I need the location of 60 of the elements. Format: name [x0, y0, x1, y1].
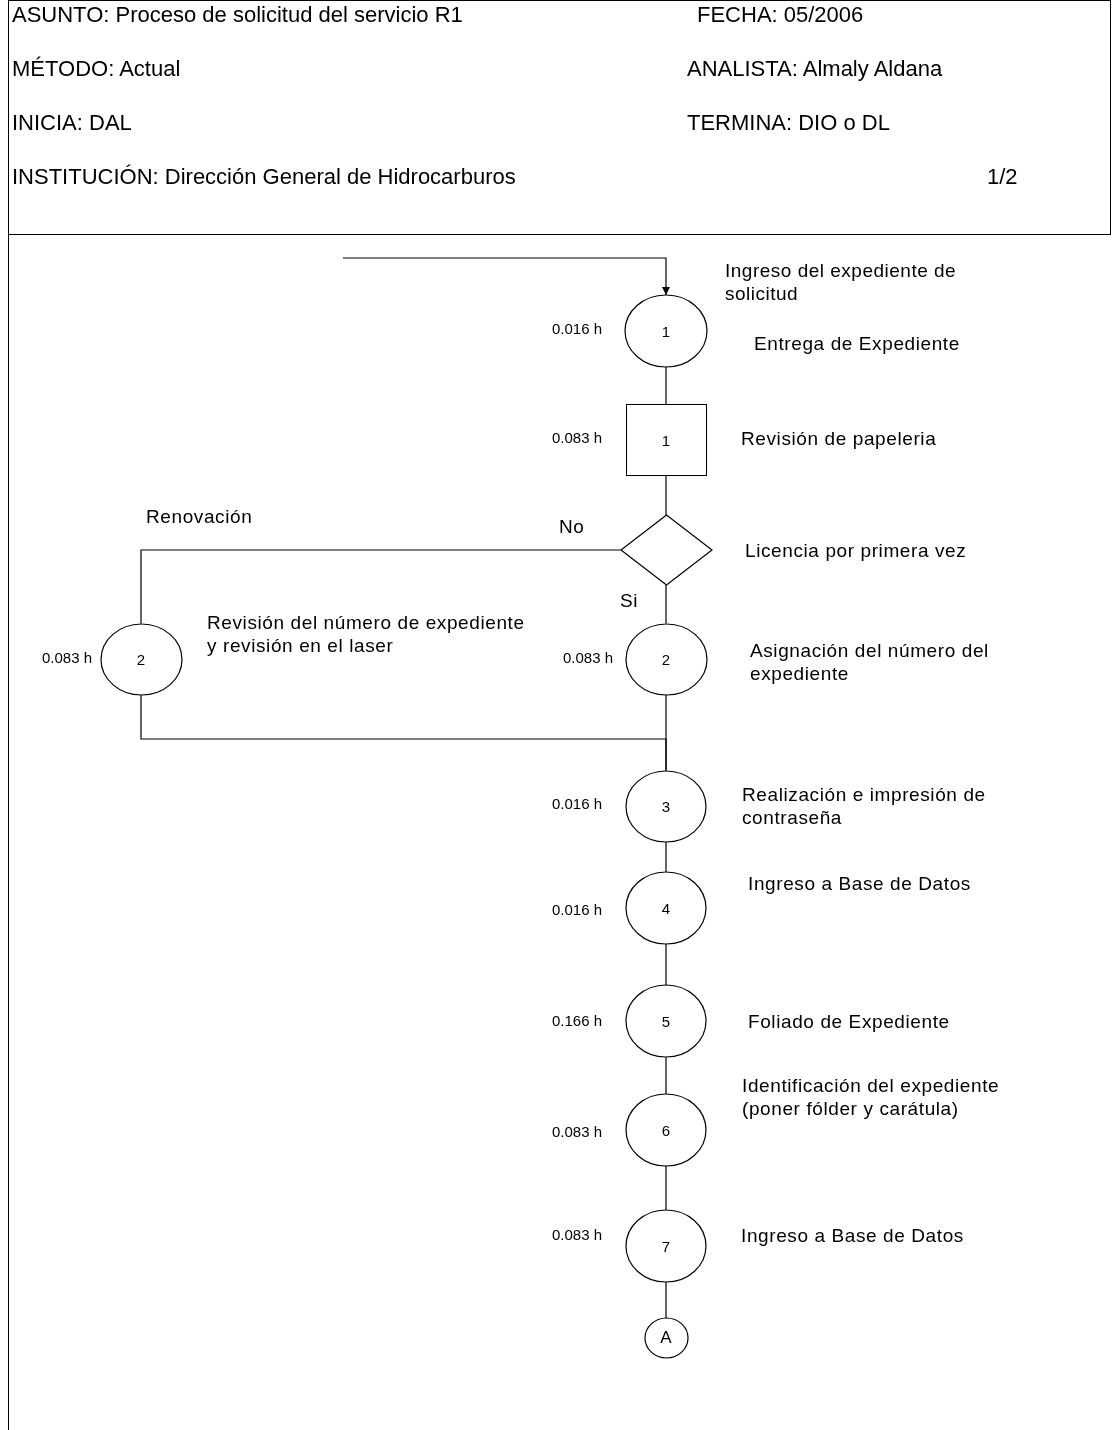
header-field: ANALISTA: Almaly Aldana	[687, 56, 943, 82]
connector-line	[665, 366, 667, 405]
header-field: TERMINA: DIO o DL	[687, 110, 890, 136]
step-number: 6	[661, 1121, 671, 1139]
header-field: INICIA: DAL	[12, 110, 132, 136]
step-number: 5	[661, 1012, 671, 1030]
connector-line	[665, 943, 667, 986]
connector-line	[665, 693, 667, 772]
step-number: 7	[661, 1237, 671, 1255]
step-description: Asignación del número del expediente	[750, 640, 990, 686]
duration-label: 0.016 h	[550, 901, 602, 919]
duration-label: 0.166 h	[550, 1012, 602, 1030]
step-number: 1	[661, 431, 671, 449]
connector-line	[665, 840, 667, 873]
connector-line	[665, 1056, 667, 1095]
connector-line	[665, 1281, 667, 1319]
header-field: MÉTODO: Actual	[12, 56, 181, 82]
duration-label: 0.016 h	[550, 320, 602, 338]
step-description: Realización e impresión de contraseña	[742, 784, 987, 830]
header-field: FECHA: 05/2006	[697, 2, 864, 28]
step-description: Entrega de Expediente	[754, 333, 961, 356]
header-field: 1/2	[987, 164, 1018, 190]
operation-circle	[625, 623, 707, 695]
operation-circle	[644, 1318, 688, 1358]
duration-label: 0.083 h	[550, 1123, 602, 1141]
arrow	[342, 257, 671, 296]
step-number: A	[660, 1328, 672, 1348]
connector-line	[665, 584, 667, 625]
duration-label: 0.083 h	[550, 429, 602, 447]
step-number: 1	[661, 322, 671, 340]
branch-label: Renovación	[146, 506, 253, 528]
step-description: Ingreso a Base de Datos	[748, 873, 972, 896]
operation-circle	[626, 872, 706, 944]
step-description: Identificación del expediente (poner fólder y carátula)	[742, 1075, 1001, 1121]
step-description: Licencia por primera vez	[745, 540, 968, 563]
connector-line	[665, 1165, 667, 1211]
duration-label: 0.083 h	[561, 649, 613, 667]
decision-diamond	[620, 515, 712, 585]
operation-circle	[626, 1094, 706, 1166]
inspection-square	[625, 404, 707, 476]
duration-label: 0.083 h	[550, 1226, 602, 1244]
operation-circle	[626, 1210, 706, 1282]
operation-circle	[626, 770, 706, 842]
header-field: ASUNTO: Proceso de solicitud del servicio R1	[12, 2, 463, 28]
operation-circle	[625, 295, 707, 367]
step-number: 4	[661, 899, 671, 917]
operation-circle	[626, 985, 706, 1057]
step-description: Revisión del número de expediente y revisión en el laser	[207, 612, 526, 658]
operation-circle	[100, 623, 182, 695]
duration-label: 0.083 h	[40, 649, 92, 667]
step-description: Foliado de Expediente	[748, 1011, 951, 1034]
step-number: 2	[661, 650, 671, 668]
step-description: Revisión de papeleria	[741, 428, 938, 451]
duration-label: 0.016 h	[550, 795, 602, 813]
step-number: 3	[661, 797, 671, 815]
connector-line	[665, 475, 667, 516]
header-field: INSTITUCIÓN: Dirección General de Hidrocarburos	[12, 164, 516, 190]
step-description: Ingreso a Base de Datos	[741, 1225, 965, 1248]
step-number: 2	[136, 650, 146, 668]
connector-line	[140, 549, 622, 625]
